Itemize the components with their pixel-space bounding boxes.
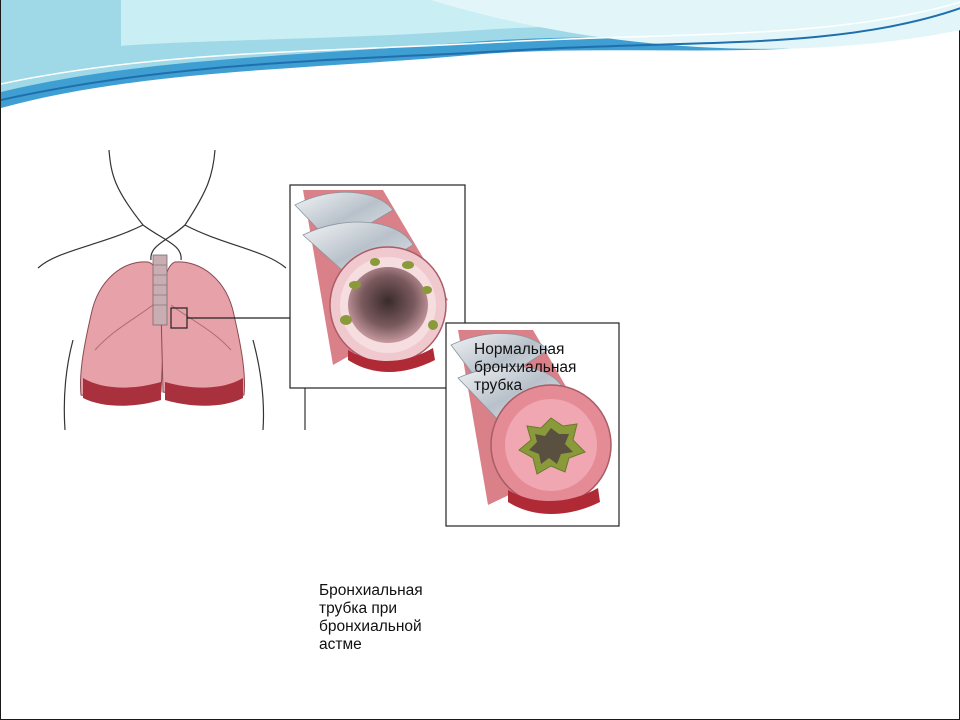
normal-bronchus-tube-icon [289, 184, 466, 389]
asthmatic-bronchus-tube-icon [445, 322, 620, 527]
bronchial-asthma-figure: Нормальная бронхиальная трубка Бронхиаль… [3, 150, 661, 653]
normal-bronchus-label: Нормальная бронхиальная трубка [474, 341, 577, 394]
trachea-icon [152, 254, 168, 326]
asthma-bronchus-label: Бронхиальная трубка при бронхиальной аст… [319, 582, 423, 653]
lungs-icon [80, 261, 245, 406]
torso-outline-icon [37, 150, 306, 431]
header-wave-decoration [1, 0, 960, 108]
